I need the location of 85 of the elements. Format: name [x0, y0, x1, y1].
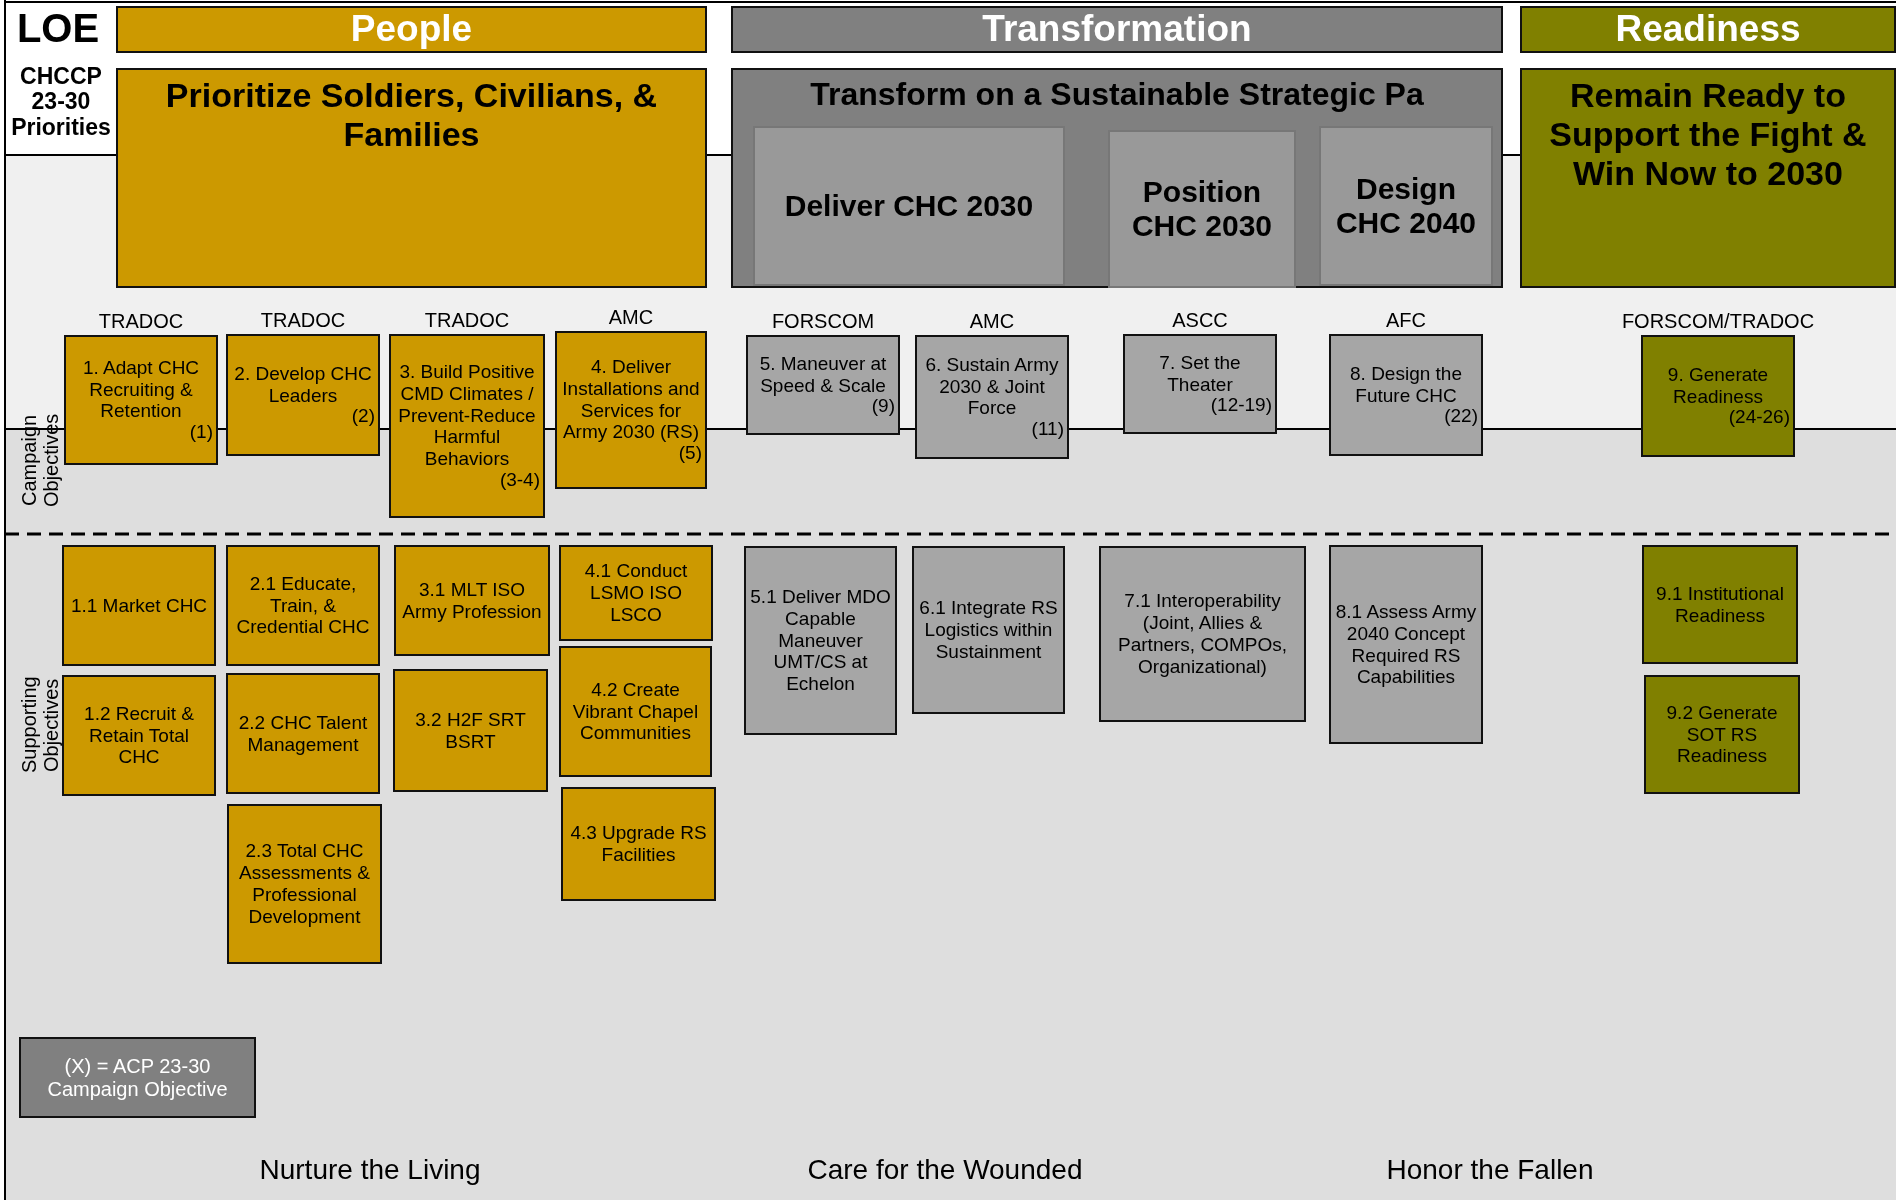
- objective-text: 5. Maneuver at Speed & Scale: [758, 352, 888, 397]
- priority-sub-box: [753, 126, 1065, 286]
- loe-title: People: [349, 8, 474, 51]
- objective-text: 6.1 Integrate RS Logistics within Sustainment: [918, 597, 1059, 663]
- supporting-objective-box: [559, 545, 713, 641]
- loe-title: Transformation: [981, 8, 1253, 51]
- supporting-objective-box: [62, 545, 216, 666]
- objective-text: 2.2 CHC Talent Management: [237, 711, 369, 756]
- supporting-objective-box: [226, 673, 380, 794]
- loe-header-bar: [1520, 6, 1896, 53]
- objective-text: 4.2 Create Vibrant Chapel Communities: [571, 678, 700, 745]
- objective-text: 9. Generate Readiness: [1666, 363, 1770, 408]
- supporting-objective-box: [1099, 546, 1306, 722]
- supporting-objective-box: [394, 545, 550, 656]
- objective-text: 7. Set the Theater: [1158, 351, 1242, 396]
- objective-text: 3. Build Positive CMD Climates / Prevent-Reduce Harmful Behaviors: [397, 360, 537, 471]
- objective-text: 8.1 Assess Army 2040 Concept Required RS Capabilities: [1334, 600, 1478, 689]
- objective-text: 2.3 Total CHC Assessments & Professional Development: [238, 840, 371, 928]
- supporting-objective-box: [559, 646, 712, 777]
- objective-text: 2.1 Educate, Train, & Credential CHC: [235, 572, 371, 639]
- objective-text: 4.1 Conduct LSMO ISO LSCO: [583, 560, 689, 626]
- objective-number: (22): [1444, 406, 1479, 428]
- objective-text: 1.1 Market CHC: [69, 594, 209, 617]
- objective-text: 1.2 Recruit & Retain Total CHC: [83, 702, 195, 769]
- objective-text: 8. Design the Future CHC: [1349, 362, 1463, 407]
- objective-number: (5): [678, 443, 703, 465]
- command-label: TRADOC: [260, 309, 346, 332]
- key-box: [19, 1037, 256, 1118]
- supporting-objective-box: [1644, 675, 1800, 794]
- column-header: LOE: [15, 6, 101, 50]
- supporting-objective-box: [1329, 545, 1483, 744]
- objective-number: (3-4): [499, 470, 541, 492]
- command-label: AMC: [608, 306, 654, 329]
- priority-sub-title: Design CHC 2040: [1334, 171, 1478, 241]
- priority-box: [731, 68, 1503, 288]
- command-label: AFC: [1386, 309, 1426, 332]
- objective-number: (24-26): [1728, 407, 1791, 429]
- objective-text: 5.1 Deliver MDO Capable Maneuver UMT/CS at Echelon: [749, 585, 892, 696]
- priority-title: Prioritize Soldiers, Civilians, & Families: [164, 76, 659, 155]
- loe-header-bar: [116, 6, 707, 53]
- objective-text: 4.3 Upgrade RS Facilities: [569, 822, 708, 866]
- supporting-objective-box: [226, 545, 380, 666]
- priority-sub-title: Deliver CHC 2030: [783, 188, 1035, 224]
- objective-text: 9.2 Generate SOT RS Readiness: [1665, 701, 1779, 768]
- command-label: FORSCOM: [771, 310, 875, 333]
- objective-number: (2): [351, 406, 376, 428]
- objective-text: 2. Develop CHC Leaders: [233, 362, 373, 407]
- objective-text: 3.2 H2F SRT BSRT: [414, 708, 527, 753]
- priority-title: Remain Ready to Support the Fight & Win Now to 2030: [1548, 76, 1868, 194]
- supporting-objective-box: [912, 546, 1065, 714]
- supporting-objective-box: [561, 787, 716, 901]
- key-text: (X) = ACP 23-30 Campaign Objective: [46, 1054, 229, 1101]
- footer-text: Care for the Wounded: [806, 1155, 1084, 1186]
- priority-title: Transform on a Sustainable Strategic Pa: [809, 76, 1425, 113]
- priority-sub-box: [1319, 126, 1493, 286]
- objective-text: 7.1 Interoperability (Joint, Allies & Partners, COMPOs, Organizational): [1117, 590, 1288, 678]
- column-header: CHCCP 23-30 Priorities: [10, 64, 112, 140]
- priority-box: [1520, 68, 1896, 288]
- supporting-objective-box: [62, 675, 216, 796]
- loe-header-bar: [731, 6, 1503, 53]
- priority-sub-title: Position CHC 2030: [1130, 174, 1274, 244]
- objective-text: 4. Deliver Installations and Services for Army 2030 (RS): [561, 355, 701, 444]
- command-label: TRADOC: [424, 309, 510, 332]
- command-label: AMC: [969, 310, 1015, 333]
- row-label: Supporting Objectives: [18, 675, 62, 776]
- command-label: TRADOC: [98, 310, 184, 333]
- supporting-objective-box: [744, 546, 897, 735]
- supporting-objective-box: [1642, 545, 1798, 664]
- objective-text: 1. Adapt CHC Recruiting & Retention: [81, 356, 201, 423]
- priority-sub-box: [1108, 130, 1296, 288]
- objective-number: (12-19): [1210, 395, 1273, 417]
- objective-text: 6. Sustain Army 2030 & Joint Force: [924, 353, 1060, 420]
- objective-number: (11): [1031, 419, 1065, 441]
- loe-title: Readiness: [1614, 8, 1802, 51]
- supporting-objective-box: [227, 804, 382, 964]
- objective-text: 3.1 MLT ISO Army Profession: [401, 578, 543, 623]
- supporting-objective-box: [393, 669, 548, 792]
- command-label: FORSCOM/TRADOC: [1621, 310, 1815, 333]
- command-label: ASCC: [1172, 309, 1228, 332]
- objective-text: 9.1 Institutional Readiness: [1655, 582, 1785, 627]
- priority-box: [116, 68, 707, 288]
- objective-number: (9): [871, 396, 896, 418]
- objective-number: (1): [189, 422, 214, 444]
- footer-text: Honor the Fallen: [1385, 1155, 1595, 1186]
- footer-text: Nurture the Living: [258, 1155, 482, 1186]
